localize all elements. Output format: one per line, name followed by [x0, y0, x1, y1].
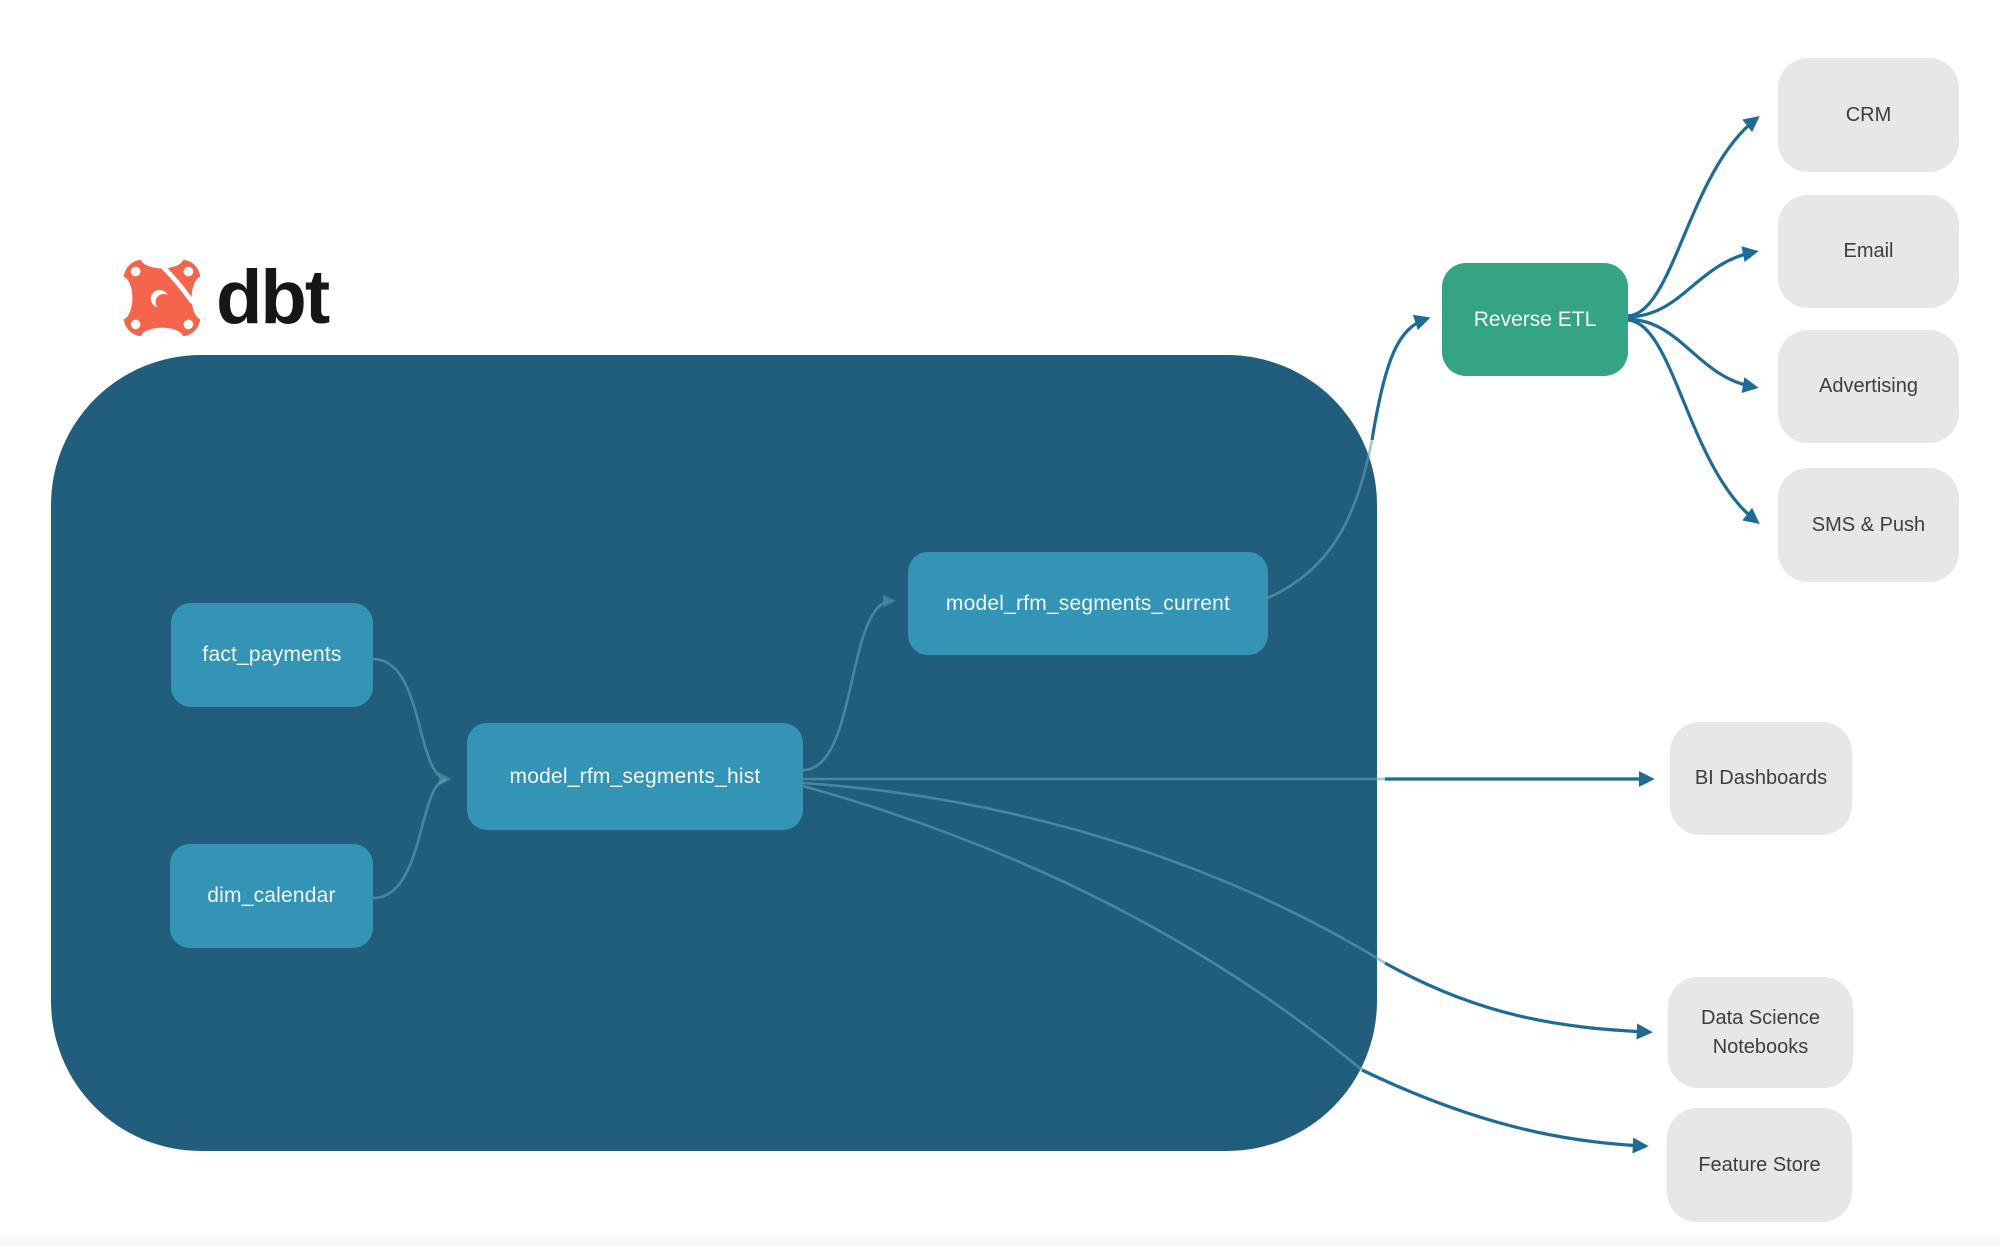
dbt-logo-wordmark: dbt	[216, 255, 330, 340]
destination-label: Feature Store	[1698, 1153, 1821, 1176]
destination-crm[interactable]: CRM	[1778, 58, 1959, 172]
node-model-rfm-segments-hist[interactable]: model_rfm_segments_hist	[467, 723, 803, 830]
destination-label: Email	[1843, 240, 1894, 262]
destination-bi-dashboards[interactable]: BI Dashboards	[1670, 722, 1852, 835]
destination-data-science-notebooks[interactable]: Data Science Notebooks	[1668, 977, 1853, 1088]
node-label: fact_payments	[202, 643, 342, 666]
destination-label: Data Science Notebooks	[1701, 1006, 1820, 1058]
dbt-logo: dbt	[122, 255, 330, 340]
destination-label: SMS & Push	[1811, 513, 1926, 536]
node-label: dim_calendar	[207, 884, 336, 907]
destination-label: CRM	[1845, 103, 1892, 126]
destination-label: Advertising	[1819, 375, 1918, 397]
destination-advertising[interactable]: Advertising	[1778, 330, 1959, 443]
node-dim-calendar[interactable]: dim_calendar	[170, 844, 373, 948]
node-fact-payments[interactable]: fact_payments	[171, 603, 373, 707]
connector-etl-to-crm	[1627, 116, 1760, 318]
connector-etl-to-advertising	[1627, 317, 1759, 393]
dbt-logo-icon	[122, 258, 202, 338]
connector-etl-to-sms	[1627, 318, 1760, 524]
node-label: model_rfm_segments_current	[945, 591, 1231, 615]
node-reverse-etl[interactable]: Reverse ETL	[1442, 263, 1628, 376]
connector-hist-to-dsn	[1384, 961, 1653, 1040]
destination-sms-push[interactable]: SMS & Push	[1778, 468, 1959, 582]
node-label: model_rfm_segments_hist	[509, 764, 761, 788]
node-model-rfm-segments-current[interactable]: model_rfm_segments_current	[908, 552, 1268, 655]
connector-etl-to-email	[1627, 246, 1759, 319]
node-label: Reverse ETL	[1473, 307, 1597, 331]
destination-email[interactable]: Email	[1778, 195, 1959, 308]
connector-current-to-etl	[1370, 314, 1431, 441]
destination-feature-store[interactable]: Feature Store	[1667, 1108, 1852, 1222]
connector-hist-to-fs	[1361, 1068, 1649, 1154]
destination-label: BI Dashboards	[1694, 767, 1828, 789]
page-bottom-edge	[0, 1236, 2000, 1246]
